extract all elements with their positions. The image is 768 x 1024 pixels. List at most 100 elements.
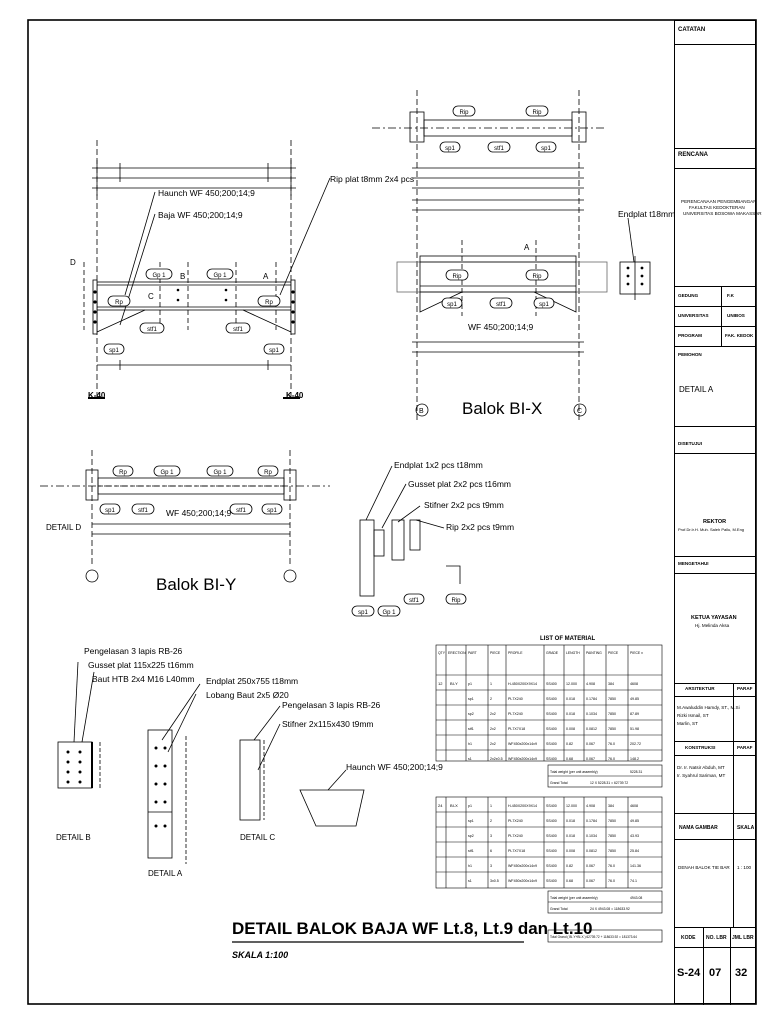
table-header: QTY xyxy=(438,651,446,655)
table-cell: 0.018 xyxy=(566,819,575,823)
tb-program-label: PROGRAM xyxy=(678,333,702,338)
table-cell: 4.908 xyxy=(586,804,595,808)
total-unit: Total weight (per unit assembly) xyxy=(550,770,598,774)
table-cell: 0.1784 xyxy=(586,697,597,701)
table-cell: 49.85 xyxy=(630,697,639,701)
table-cell: WF450x200x14x9 xyxy=(508,742,537,746)
table-cell: 0.1784 xyxy=(586,819,597,823)
table-cell: 2x2x0.5 xyxy=(490,757,503,761)
table-cell: 7850 xyxy=(608,819,616,823)
grand-total-val: 24 X 4943.08 = 118633.92 xyxy=(590,907,630,911)
svg-text:sp1: sp1 xyxy=(109,348,119,354)
table-cell: sp2 xyxy=(468,834,474,838)
table-cell: p1 xyxy=(468,804,472,808)
table-cell: h1 xyxy=(468,742,472,746)
table-cell: 0.067 xyxy=(586,742,595,746)
tb-univ-label: UNIVERSITAS xyxy=(678,313,709,318)
label-gusset-2x2: Gusset plat 2x2 pcs t16mm xyxy=(408,479,511,489)
svg-text:sp1: sp1 xyxy=(358,610,368,616)
table-cell: 0.018 xyxy=(566,697,575,701)
table-cell: 7850 xyxy=(608,697,616,701)
table-cell: SS400 xyxy=(546,819,557,823)
table-cell: 202.72 xyxy=(630,742,641,746)
svg-text:Rp: Rp xyxy=(264,470,272,476)
table-cell: 76.0 xyxy=(608,757,615,761)
table-cell: 0.067 xyxy=(586,757,595,761)
svg-text:Rp: Rp xyxy=(115,300,123,306)
table-cell: 0.68 xyxy=(566,879,573,883)
sheet-border xyxy=(27,19,757,1005)
table-cell: WF450x200x14x9 xyxy=(508,757,537,761)
table-cell: 148.2 xyxy=(630,757,639,761)
table-cell: SS400 xyxy=(546,697,557,701)
table-cell: 7850 xyxy=(608,712,616,716)
table-cell: SS400 xyxy=(546,849,557,853)
svg-text:sp1: sp1 xyxy=(539,302,549,308)
view-detail-c: DETAIL C xyxy=(240,833,275,842)
table-cell: 4.908 xyxy=(586,682,595,686)
view-balok-by: Balok BI-Y xyxy=(156,575,236,594)
label-k40-right: K-40 xyxy=(286,391,304,400)
view-detail-b: DETAIL B xyxy=(56,833,91,842)
svg-text:Rip: Rip xyxy=(452,274,462,280)
table-cell: 0.067 xyxy=(586,879,595,883)
table-header: PIECE x xyxy=(630,651,643,655)
svg-text:Gp 1: Gp 1 xyxy=(382,610,396,616)
svg-text:stf1: stf1 xyxy=(494,146,504,152)
grid-b-by: B xyxy=(180,272,185,281)
exploded-part-text: sp1 Gp 1 stf1 Rip xyxy=(358,598,461,616)
tb-ketua: KETUA YAYASAN xyxy=(691,615,737,621)
svg-text:stf1: stf1 xyxy=(138,508,148,514)
svg-text:Rp: Rp xyxy=(265,300,273,306)
title-block: CATATAN RENCANA PERENCANAAN PENGEMBANGAN… xyxy=(674,20,762,1005)
group-qty: 24 xyxy=(438,803,443,808)
table-header: PIECE xyxy=(490,651,501,655)
tb-rencana: RENCANA xyxy=(678,152,708,158)
grand-total: Grand Total xyxy=(550,907,568,911)
table-cell: WF450x200x14x9 xyxy=(508,879,537,883)
table-cell: 25.84 xyxy=(630,849,639,853)
grid-c-by: C xyxy=(148,292,154,301)
label-haunch: Haunch WF 450;200;14;9 xyxy=(158,188,255,198)
svg-text:Rip: Rip xyxy=(451,598,461,604)
table-cell: p1 xyxy=(468,682,472,686)
svg-text:Gp 1: Gp 1 xyxy=(213,273,227,279)
svg-text:sp1: sp1 xyxy=(447,302,457,308)
tb-project-1: PERENCANAAN PENGEMBANGAN xyxy=(681,199,757,204)
table-header: GRADE xyxy=(546,651,559,655)
label-endplat-1x2: Endplat 1x2 pcs t18mm xyxy=(394,460,483,470)
label-endplat-250: Endplat 250x755 t18mm xyxy=(206,676,298,686)
part-marks-by xyxy=(103,268,285,355)
scale-label: SKALA 1:100 xyxy=(232,950,288,960)
label-pengelasan-1: Pengelasan 3 lapis RB-26 xyxy=(84,646,183,656)
table-cell: H-450X200X9X14 xyxy=(508,682,537,686)
table-cell: sp1 xyxy=(468,819,474,823)
table-cell: 0.0812 xyxy=(586,849,597,853)
grand-total: Grand Total xyxy=(550,781,568,785)
table-cell: 2 xyxy=(490,819,492,823)
table-cell: PL7X240 xyxy=(508,819,523,823)
tb-paraf-2: PARAF xyxy=(737,745,753,750)
table-cell: 12.000 xyxy=(566,682,577,686)
table-cell: stf1 xyxy=(468,849,474,853)
group-mark: BI-X xyxy=(450,803,458,808)
svg-text:stf1: stf1 xyxy=(496,302,506,308)
svg-text:stf1: stf1 xyxy=(409,598,419,604)
table-cell: 0.1034 xyxy=(586,834,597,838)
tb-arsitek-1: M.Awaluddin Hamdy, ST., M.Si xyxy=(677,705,740,710)
table-cell: 74.1 xyxy=(630,879,637,883)
grand-total-val: 12 X 5228.31 = 62739.72 xyxy=(590,781,628,785)
label-wf-by: WF 450;200;14;9 xyxy=(166,508,231,518)
table-cell: stf1 xyxy=(468,727,474,731)
svg-text:stf1: stf1 xyxy=(147,327,157,333)
svg-text:Gp 1: Gp 1 xyxy=(213,470,227,476)
total-unit-val: 4943.08 xyxy=(630,896,642,900)
label-stifner-2x115: Stifner 2x115x430 t9mm xyxy=(282,719,374,729)
label-wf-bx: WF 450;200;14;9 xyxy=(468,322,533,332)
material-title: LIST OF MATERIAL xyxy=(540,636,596,642)
total-unit-val: 5228.31 xyxy=(630,770,642,774)
view-detail-d: DETAIL D xyxy=(46,523,81,532)
grid-a-by: A xyxy=(263,272,269,281)
